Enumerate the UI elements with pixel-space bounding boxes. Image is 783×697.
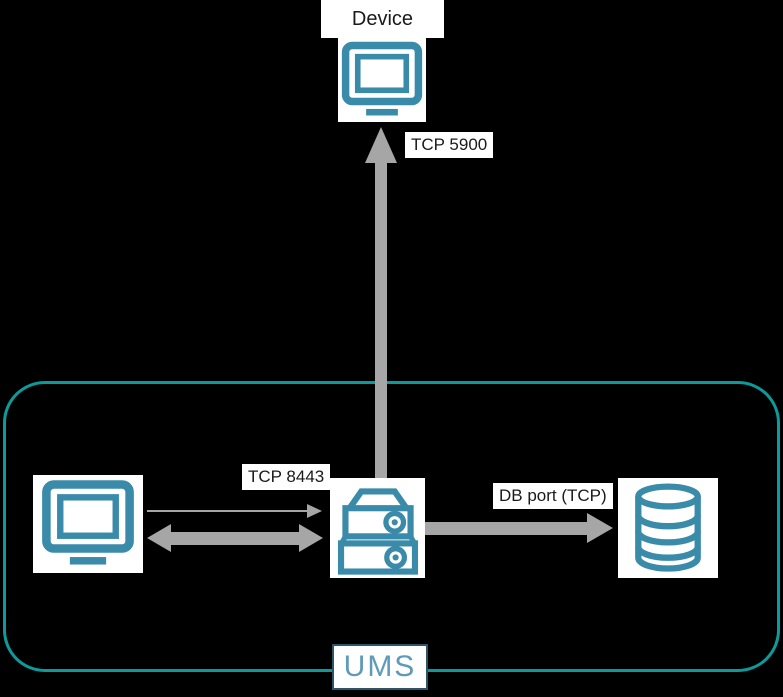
- arrow-server-to-database-shaft: [425, 522, 588, 535]
- arrow-console-server-bidirectional-right-head: [299, 524, 323, 552]
- ums-server-node: [330, 478, 425, 578]
- database-node: [618, 478, 718, 578]
- arrow-console-to-server-shaft: [147, 510, 308, 512]
- database-icon: [623, 482, 713, 574]
- device-node-label: Device: [321, 0, 444, 38]
- server-icon: [334, 480, 422, 576]
- ums-group-label-box: UMS: [332, 644, 428, 690]
- edge-label-tcp-5900: TCP 5900: [405, 132, 494, 158]
- ums-group-label: UMS: [343, 650, 417, 683]
- arrow-console-server-bidirectional-shaft: [169, 532, 301, 545]
- monitor-icon: [40, 479, 136, 569]
- device-node: [338, 38, 426, 122]
- arrow-server-to-device-shaft: [375, 160, 387, 478]
- console-node: [33, 475, 143, 573]
- arrow-console-server-bidirectional-left-head: [147, 524, 171, 552]
- edge-label-tcp-8443: TCP 8443: [242, 464, 331, 490]
- edge-label-db-port: DB port (TCP): [493, 483, 613, 509]
- arrow-console-to-server-head: [307, 504, 322, 518]
- monitor-icon: [340, 40, 424, 120]
- arrow-server-to-device-head: [365, 127, 397, 163]
- arrow-server-to-database-head: [587, 513, 613, 543]
